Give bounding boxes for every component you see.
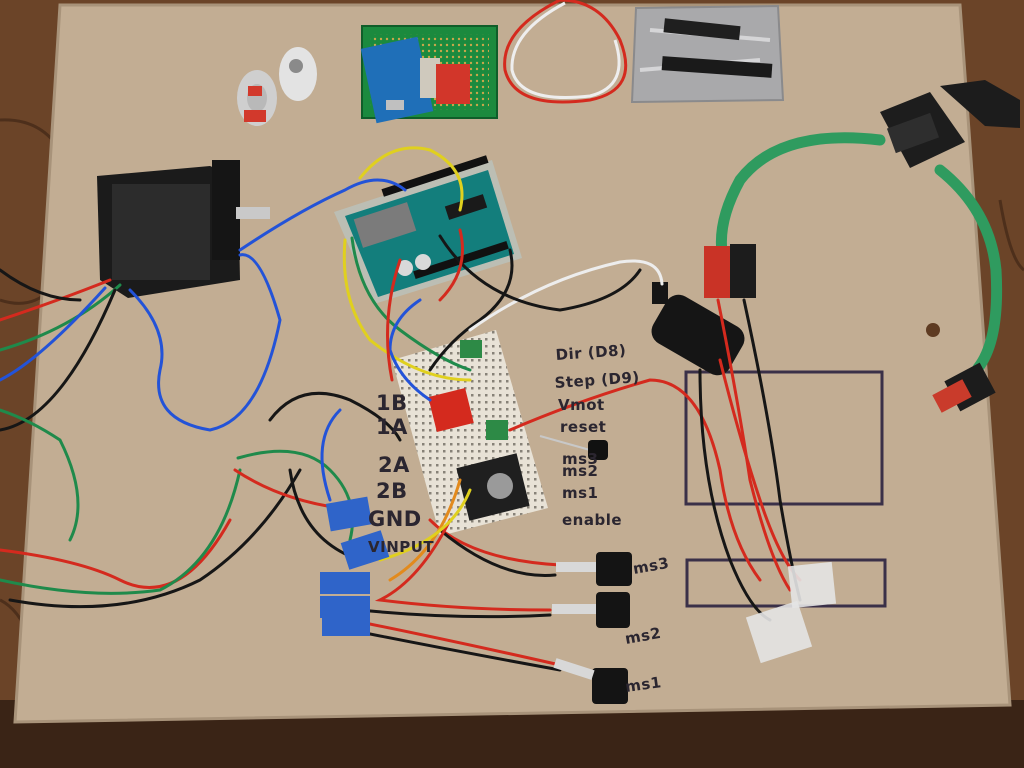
label-switch-ms1: ms1	[624, 673, 663, 696]
stepper-driver-board	[436, 64, 470, 104]
switch-ms1	[553, 658, 628, 704]
shaft-coupler-1	[237, 70, 277, 126]
label-enable: enable	[562, 511, 622, 529]
label-2a: 2A	[378, 453, 410, 477]
label-1b: 1B	[376, 391, 408, 415]
arduino-nano	[360, 36, 434, 124]
green-cable-loop	[715, 132, 1003, 374]
anderson-connector-top	[704, 244, 756, 298]
label-dir: Dir (D8)	[555, 341, 627, 364]
wago-connectors-left	[320, 496, 390, 636]
wire-loop-top	[503, 0, 628, 104]
drawn-psu-outline	[684, 370, 884, 506]
label-ms2: ms2	[562, 462, 599, 480]
terminal-block-top	[460, 340, 482, 358]
anderson-connector-bottom	[932, 362, 996, 413]
wago-connectors-right	[745, 561, 837, 664]
cardboard-edge	[13, 3, 1012, 724]
switch-ms2	[552, 592, 630, 628]
terminal-block-mid	[486, 420, 508, 440]
label-2b: 2B	[376, 479, 408, 503]
dc-converter	[651, 282, 745, 376]
label-reset: reset	[560, 418, 606, 436]
board-hole	[926, 323, 940, 337]
shaft-coupler-2	[279, 47, 317, 101]
label-vmot: Vmot	[558, 396, 605, 414]
motor-shaft	[236, 207, 270, 219]
label-1a: 1A	[376, 415, 408, 439]
driver-module	[428, 387, 474, 433]
arduino-uno	[334, 155, 522, 304]
capacitor	[539, 435, 608, 460]
cardboard-board	[15, 5, 1010, 722]
fuse-holder	[880, 80, 1020, 168]
switch-ms3	[556, 552, 632, 586]
label-ms1: ms1	[562, 484, 599, 502]
label-gnd: GND	[368, 507, 422, 531]
joystick-knob	[487, 473, 513, 499]
label-ms3: ms3	[562, 450, 599, 468]
label-step: Step (D9)	[554, 368, 640, 392]
stepper-motor	[97, 160, 270, 298]
breadboard	[392, 330, 548, 536]
antistatic-bag	[630, 4, 785, 104]
perfboard	[360, 25, 498, 124]
wood-grain	[0, 118, 1024, 641]
label-vinput: VINPUT	[368, 538, 434, 556]
